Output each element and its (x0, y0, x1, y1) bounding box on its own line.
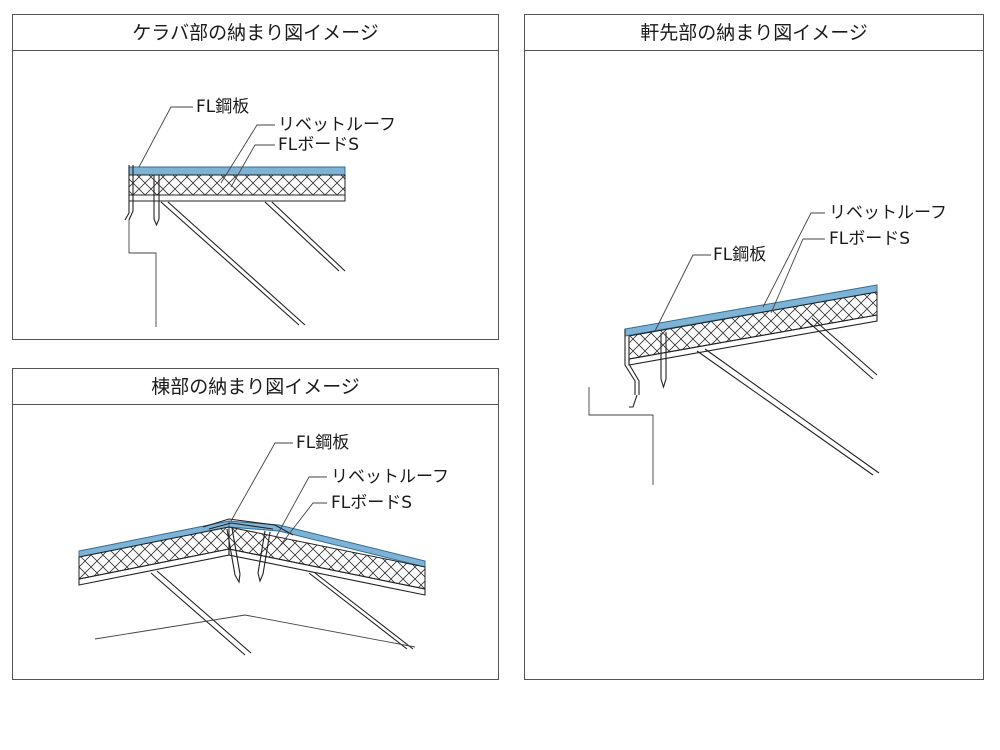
nokisaki-drawing (588, 212, 880, 485)
label-board: FLボードS (278, 135, 360, 155)
label-steel: FL鋼板 (713, 245, 767, 265)
steel-plate (128, 166, 346, 176)
panel-keraba: ケラバ部の納まり図イメージ FL鋼板 リベットルーフ FLボードS (12, 14, 499, 340)
rivet-roof-layer (128, 194, 346, 202)
keraba-drawing (124, 106, 346, 327)
panel-title-mune: 棟部の納まり図イメージ (13, 369, 498, 405)
label-steel: FL鋼板 (196, 97, 250, 117)
board-layer (128, 174, 346, 196)
label-board: FLボードS (331, 493, 413, 513)
label-rivet-roof: リベットルーフ (278, 115, 396, 135)
label-rivet-roof: リベットルーフ (331, 467, 449, 487)
mune-drawing (78, 442, 426, 656)
label-rivet-roof: リベットルーフ (829, 203, 947, 223)
label-steel: FL鋼板 (296, 433, 350, 453)
label-board: FLボードS (829, 229, 911, 249)
panel-nokisaki: 軒先部の納まり図イメージ FL鋼板 リベットルーフ FLボードS (524, 14, 984, 680)
panel-title-nokisaki: 軒先部の納まり図イメージ (525, 15, 983, 51)
panel-title-keraba: ケラバ部の納まり図イメージ (13, 15, 498, 51)
panel-mune: 棟部の納まり図イメージ FL鋼板 リベットルーフ FLボードS (12, 368, 499, 680)
